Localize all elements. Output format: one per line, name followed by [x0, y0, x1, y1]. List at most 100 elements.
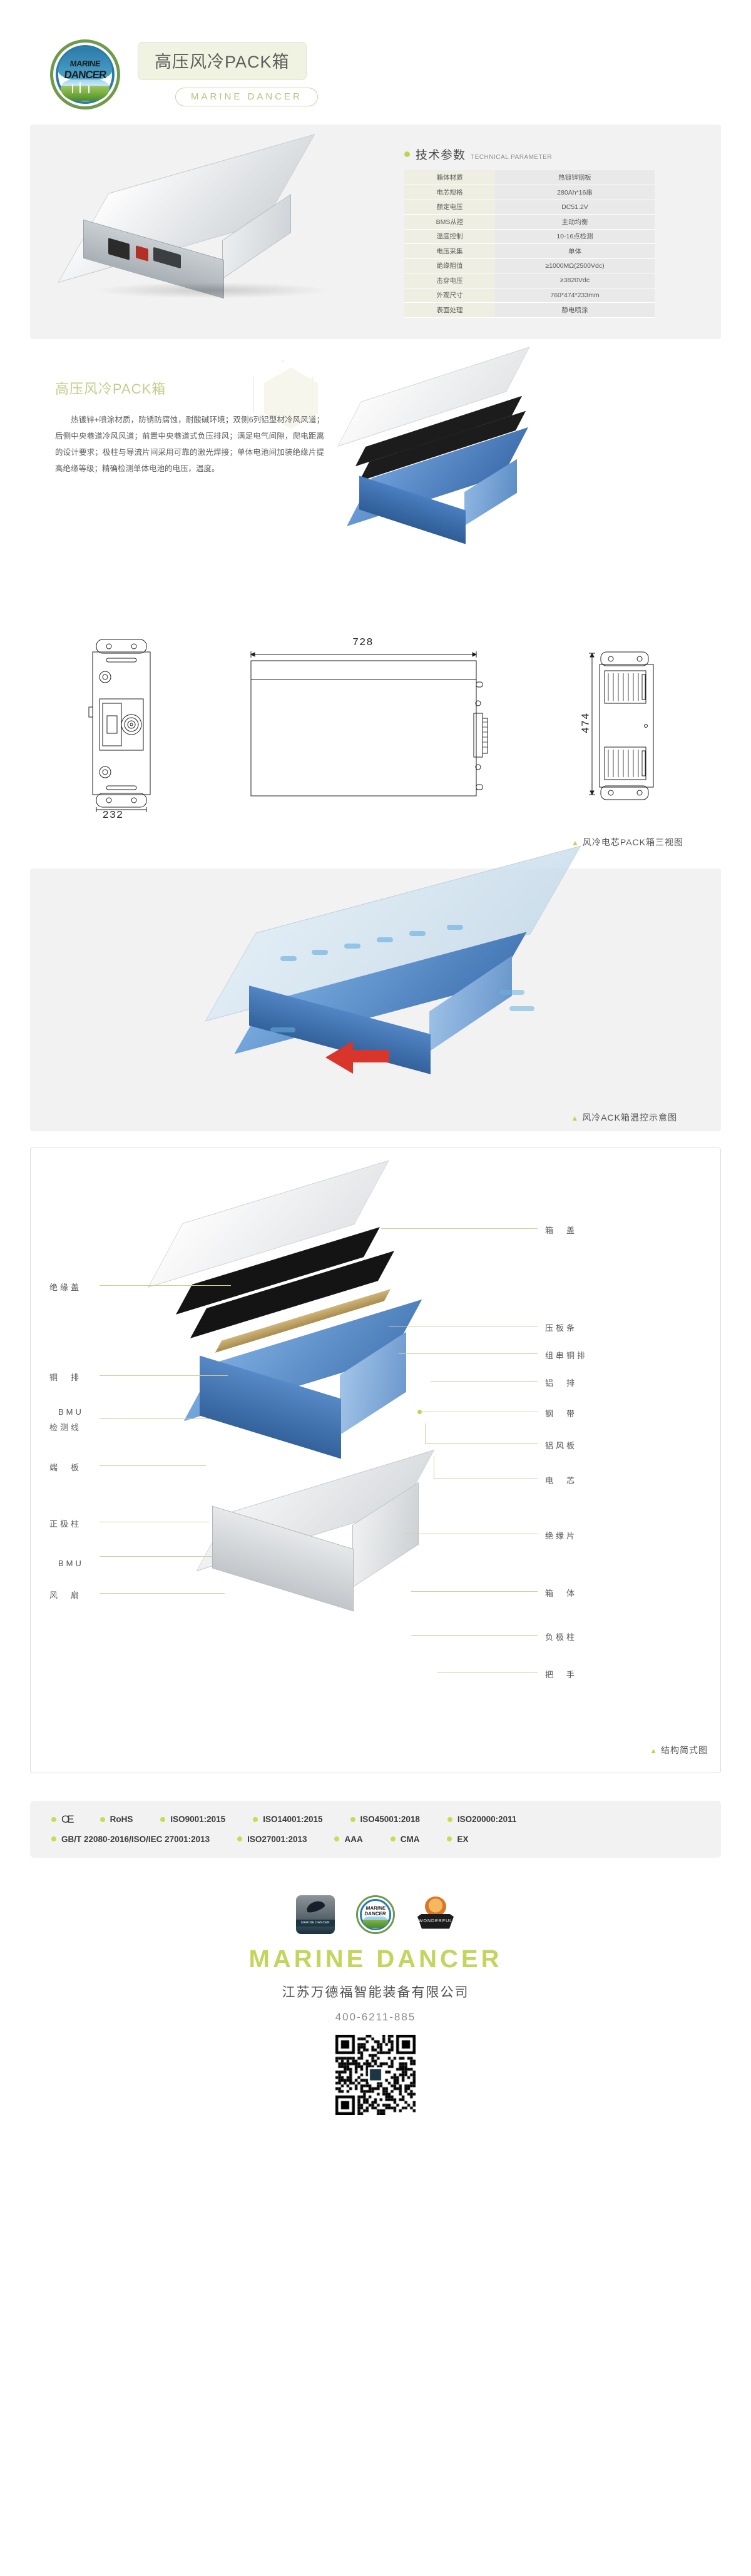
certification-badge: AAA [334, 1835, 363, 1844]
airflow-arrow-icon [280, 955, 297, 961]
oval-inner-ring [360, 1898, 391, 1930]
leader-line [411, 1591, 538, 1592]
airflow-arrow-icon [344, 943, 360, 949]
bullet-dot-icon [237, 1836, 243, 1841]
dim-width-label: 728 [352, 636, 374, 649]
struct-label-positive-post: 正极柱 [49, 1519, 82, 1529]
feature-section: 高压风冷PACK箱 热镀锌+喷涂材质，防锈防腐蚀，耐酸碱环境；双侧6列铝型材冷风… [30, 346, 721, 578]
end-view-svg [88, 639, 151, 812]
spec-row: 电压采集单体 [404, 243, 655, 259]
spec-row-key: 绝缘阻值 [404, 258, 495, 273]
struct-label-negative-post: 负极柱 [545, 1632, 578, 1642]
spec-row-key: 温度控制 [404, 229, 495, 244]
struct-label-bmu: BMU [58, 1407, 84, 1417]
feature-title: 高压风冷PACK箱 [55, 380, 166, 397]
drawing-side-view: 728 [241, 633, 504, 815]
oval-logo-line1: MARINE [365, 1905, 386, 1911]
spec-heading: 技术参数 TECHNICAL PARAMETER [404, 146, 655, 163]
product-shadow [93, 282, 330, 299]
header-title-group: 高压风冷PACK箱 MARINE DANCER [138, 42, 318, 106]
page-subtitle: MARINE DANCER [175, 88, 318, 106]
brochure-page: MARINE DANCER 高压风冷PACK箱 MARINE DANCER [0, 0, 751, 2115]
struct-label-bmu-unit: BMU [58, 1558, 84, 1568]
feature-exploded-render [324, 346, 721, 578]
certification-badge: ISO9001:2015 [160, 1815, 225, 1824]
leader-line [437, 1672, 538, 1673]
drawing-row: 232 [43, 621, 708, 827]
certification-label: ISO14001:2015 [263, 1815, 323, 1824]
certification-badge: CMA [390, 1834, 420, 1844]
spec-heading-cn: 技术参数 [416, 149, 466, 162]
feature-body: 热镀锌+喷涂材质，防锈防腐蚀，耐酸碱环境；双侧6列铝型材冷风风道；后侧中央巷道冷… [55, 415, 324, 474]
leader-line [100, 1592, 225, 1594]
spec-row-value: ≥3820Vdc [495, 273, 655, 288]
bullet-dot-icon [51, 1816, 56, 1822]
struct-label-fan: 风 扇 [49, 1590, 82, 1600]
exhaust-arrow-icon [325, 1041, 353, 1074]
leader-line [100, 1555, 218, 1557]
bullet-dot-icon [334, 1836, 340, 1841]
spec-row-key: 电压采集 [404, 243, 495, 259]
struct-label-box-cover: 箱 盖 [545, 1225, 578, 1235]
thermal-section: ▲风冷ACK箱温控示意图 [30, 845, 721, 1131]
leader-line [425, 1443, 538, 1444]
footer-logo-group: MARINE DANCER MARINE DANCER WONDERFUL [0, 1895, 751, 1934]
spec-row: 击穿电压≥3820Vdc [404, 273, 655, 288]
logo-landscape-icon [61, 79, 110, 101]
struct-label-press-bar: 压板条 [545, 1323, 578, 1333]
certification-label: CMA [400, 1834, 420, 1844]
page-title: 高压风冷PACK箱 [138, 42, 307, 80]
airflow-arrow-icon [499, 989, 524, 995]
certification-label: RoHS [110, 1815, 133, 1824]
leader-line [100, 1465, 206, 1466]
certification-badge: ISO45001:2018 [350, 1815, 420, 1824]
bullet-dot-icon [160, 1816, 166, 1822]
struct-label-enclosure: 箱 体 [545, 1588, 578, 1598]
wind-turbine-icon [79, 81, 81, 93]
spec-row-value: 主动均衡 [495, 214, 655, 230]
certification-badge: ISO27001:2013 [237, 1835, 307, 1844]
leader-line [381, 1228, 538, 1229]
airflow-arrow-icon [509, 1005, 534, 1011]
footer-company-name: 江苏万德福智能装备有限公司 [282, 1985, 469, 2000]
struct-label-copper-bar: 铜 排 [49, 1372, 82, 1382]
leader-line [100, 1285, 231, 1286]
struct-label-detection-wire: 检测线 [49, 1422, 82, 1432]
airflow-arrow-icon [377, 937, 393, 942]
qr-code [335, 2034, 416, 2115]
spec-row: 绝缘阻值≥1000MΩ(2500Vdc) [404, 258, 655, 273]
spec-row-value: 静电喷涂 [495, 302, 655, 318]
struct-label-insulation-sheet: 绝缘片 [545, 1530, 578, 1540]
drawing-caption: ▲风冷电芯PACK箱三视图 [43, 827, 708, 848]
spec-row-value: 热镀锌钢板 [495, 170, 655, 185]
wonderful-lion-logo: WONDERFUL [416, 1895, 455, 1934]
spec-row-key: 表面处理 [404, 302, 495, 318]
front-view-svg [589, 651, 654, 800]
page-header: MARINE DANCER 高压风冷PACK箱 MARINE DANCER [0, 0, 751, 116]
leader-dot-icon [417, 1409, 422, 1414]
thermal-caption: ▲风冷ACK箱温控示意图 [49, 1102, 702, 1124]
struct-label-aluminum-air-plate: 铝风板 [545, 1440, 578, 1450]
thermal-stage [49, 845, 702, 1102]
marine-dancer-oval-logo: MARINE DANCER [356, 1895, 395, 1934]
wind-turbine-icon [88, 85, 89, 93]
cell-module-part [347, 427, 532, 544]
certification-label: ISO20000:2011 [457, 1815, 517, 1824]
thermal-caption-text: 风冷ACK箱温控示意图 [582, 1112, 677, 1123]
airflow-arrow-icon [270, 1027, 295, 1032]
certification-label: EX [457, 1834, 469, 1844]
oval-logo-text: MARINE DANCER [358, 1905, 393, 1917]
part-enclosure [196, 1449, 462, 1612]
whale-badge-caption: MARINE DANCER [296, 1919, 335, 1927]
wind-turbine-icon [72, 84, 73, 93]
spec-row-key: 箱体材质 [404, 170, 495, 185]
struct-label-handle: 把 手 [545, 1669, 578, 1679]
product-photo [49, 134, 399, 316]
structure-caption-text: 结构简式图 [661, 1744, 708, 1755]
spec-row-value: ≥1000MΩ(2500Vdc) [495, 258, 655, 273]
dim-depth-label: 232 [102, 809, 124, 822]
struct-label-steel-band: 钢 带 [545, 1408, 578, 1418]
